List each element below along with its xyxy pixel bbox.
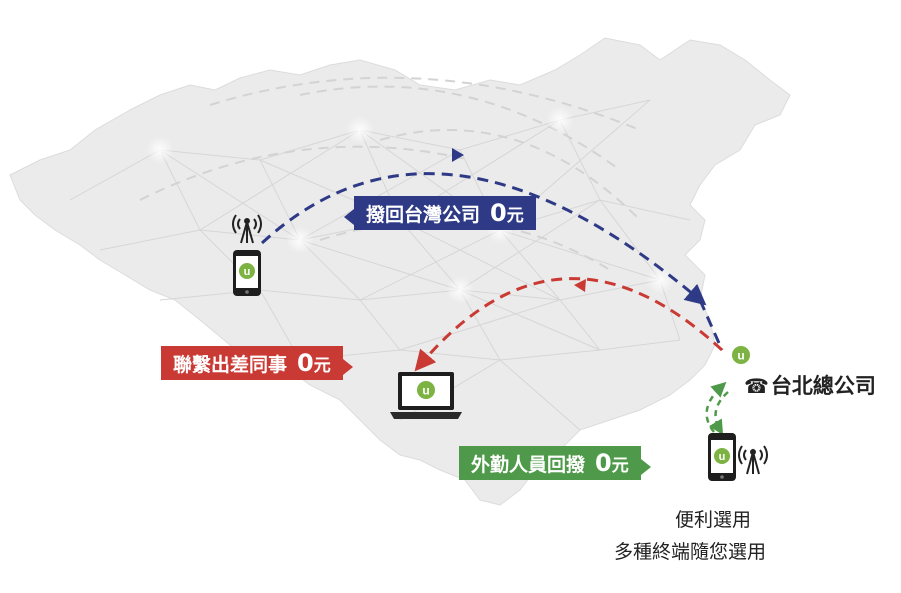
phone-icon: ☎ [744,374,769,398]
arrow-red-mid-head [574,279,586,292]
callout-price: 0 [297,349,314,377]
arrow-blue [260,172,707,306]
arrow-red [414,277,724,372]
callout-pointer [342,359,353,375]
callout-contact-colleague: 聯繫出差同事 0 元 [161,346,353,380]
hq-label-text: 台北總公司 [770,374,876,398]
u-badge-icon [239,263,255,279]
callout-price: 0 [490,199,507,227]
u-badge-icon [417,381,435,399]
note-line-2: 多種終端隨您選用 [614,541,767,563]
callout-text: 聯繫出差同事 [173,353,288,376]
smartphone-icon[interactable]: u [233,250,261,296]
callout-price: 0 [595,449,612,477]
callout-unit: 元 [313,355,331,376]
svg-text:u: u [719,451,726,463]
arrow-blue-mid-head [452,148,464,162]
callout-text: 外勤人員回撥 [471,453,586,476]
note-line-1: 便利選用 [675,509,752,531]
callout-pointer [344,209,354,225]
callout-pointer [640,459,651,475]
svg-text:u: u [737,349,744,363]
cell-tower-icon [232,214,262,244]
callout-field-staff-callback: 外勤人員回撥 0 元 [459,446,651,480]
svg-text:u: u [422,384,429,398]
callout-text: 撥回台灣公司 [366,203,481,226]
arrow-green-down [708,391,729,436]
cell-tower-icon [738,445,768,475]
arrow-blue-tail [698,299,724,351]
hq-label: ☎台北總公司 [744,370,876,400]
u-badge-icon [714,448,730,464]
smartphone-icon[interactable]: u [708,433,736,481]
hq-u-badge-icon: u [732,346,750,364]
callout-call-back-taiwan: 撥回台灣公司 0 元 [344,196,536,230]
callout-unit: 元 [506,205,524,226]
callout-unit: 元 [611,455,629,476]
arrow-green-up [705,381,727,433]
laptop-icon[interactable]: u [390,372,462,419]
svg-text:u: u [244,266,251,278]
